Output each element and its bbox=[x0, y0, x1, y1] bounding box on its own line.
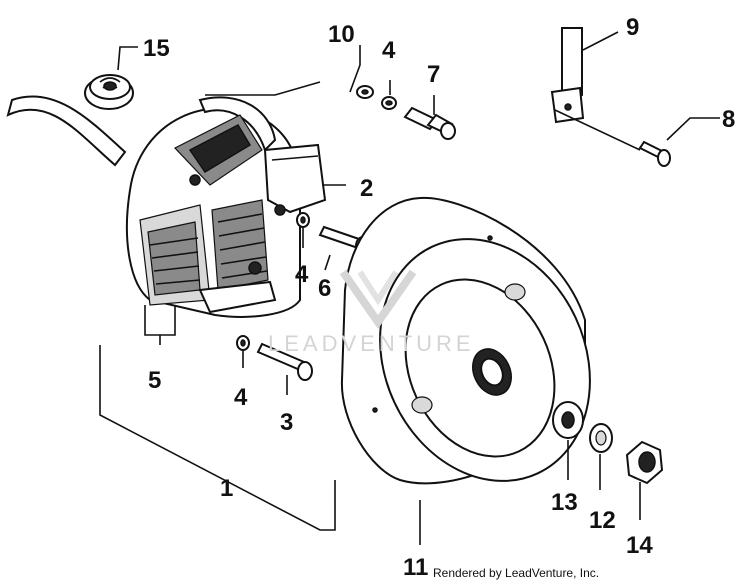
stator-assembly-part-5[interactable] bbox=[125, 96, 327, 318]
callout-4-mid: 4 bbox=[295, 261, 309, 288]
watermark-text: LEADVENTURE bbox=[268, 331, 475, 356]
callout-2: 2 bbox=[360, 175, 373, 202]
lockwasher-part-4-low[interactable] bbox=[236, 335, 250, 351]
callout-6: 6 bbox=[318, 275, 331, 302]
callout-10: 10 bbox=[328, 21, 355, 48]
bracket-part-9[interactable] bbox=[550, 27, 585, 124]
callout-7: 7 bbox=[427, 61, 440, 88]
callout-3: 3 bbox=[280, 409, 293, 436]
callout-15: 15 bbox=[143, 35, 170, 62]
nut-part-14[interactable] bbox=[625, 440, 664, 485]
leader-lines bbox=[99, 31, 720, 545]
grommet-part-15[interactable] bbox=[84, 74, 134, 110]
leadventure-logo-watermark bbox=[339, 269, 417, 329]
callout-9: 9 bbox=[626, 14, 639, 41]
lockwasher-part-4-top[interactable] bbox=[381, 96, 397, 110]
screw-part-7[interactable] bbox=[403, 106, 456, 140]
flywheel-part-11[interactable] bbox=[340, 196, 629, 516]
wire-lead bbox=[6, 95, 127, 167]
callout-8: 8 bbox=[722, 106, 735, 133]
screw-part-8[interactable] bbox=[638, 140, 671, 167]
lockwasher-part-4-mid[interactable] bbox=[296, 212, 310, 228]
lockwasher-part-12[interactable] bbox=[589, 423, 613, 453]
washer-part-10[interactable] bbox=[356, 85, 374, 99]
credit-text: Rendered by LeadVenture, Inc. bbox=[433, 566, 600, 580]
callout-4-low: 4 bbox=[234, 384, 248, 411]
callout-labels: 15 10 4 7 9 8 2 4 6 5 4 3 1 13 12 14 11 bbox=[143, 14, 735, 581]
callout-1: 1 bbox=[220, 475, 233, 502]
callout-13: 13 bbox=[551, 489, 578, 516]
callout-4-top: 4 bbox=[382, 37, 396, 64]
screw-part-3[interactable] bbox=[256, 342, 313, 381]
callout-12: 12 bbox=[589, 507, 616, 534]
callout-11: 11 bbox=[403, 554, 428, 581]
callout-5: 5 bbox=[148, 367, 161, 394]
callout-14: 14 bbox=[626, 532, 653, 559]
washer-part-13[interactable] bbox=[552, 401, 584, 439]
